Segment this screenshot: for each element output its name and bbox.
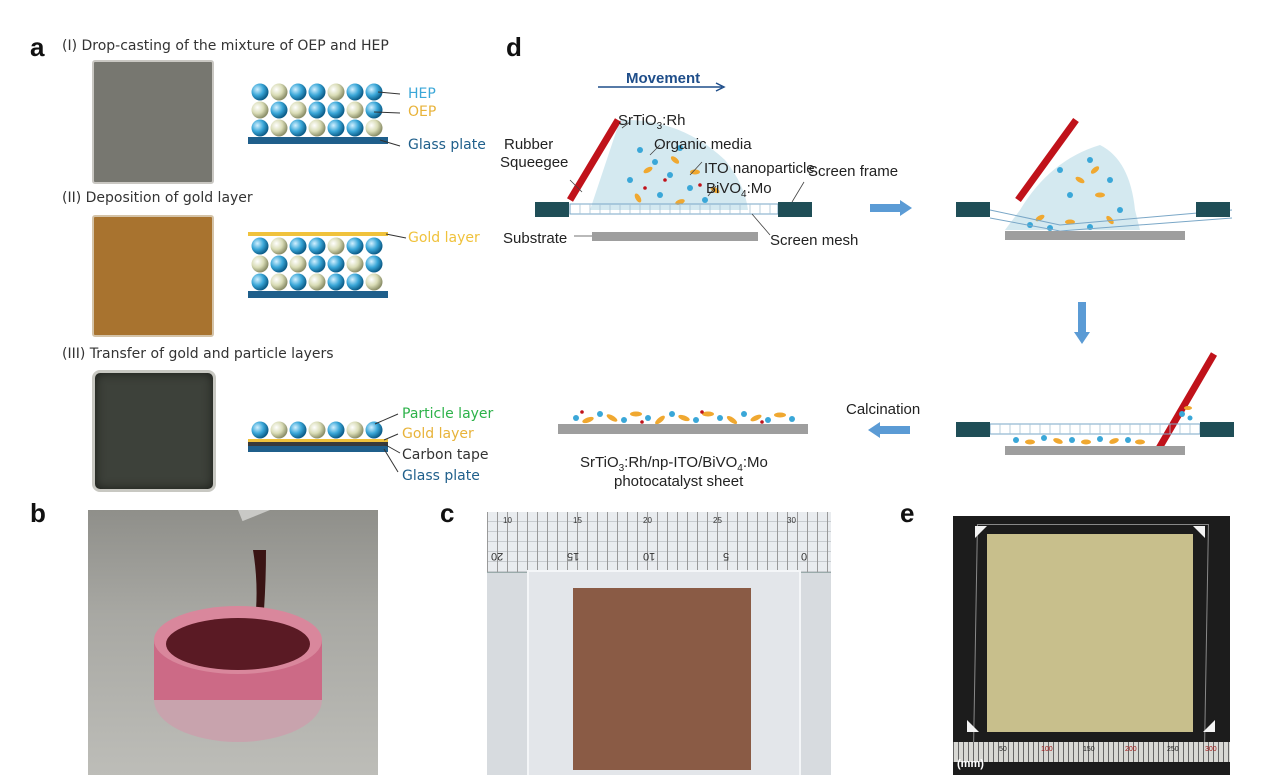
label-screen-mesh: Screen mesh <box>770 232 859 249</box>
step3-photo <box>92 370 216 492</box>
step3-sphere-stack <box>248 413 401 473</box>
panel-letter-a: a <box>30 32 45 62</box>
photo-b-paste-jar <box>88 510 378 775</box>
label-gold-layer-2: Gold layer <box>408 230 480 246</box>
ruler-label-30: 30 <box>787 516 796 525</box>
ruler-label-b15: 15 <box>567 550 580 562</box>
ruler-e-50: 50 <box>999 746 1007 753</box>
step2-sphere-stack <box>248 232 407 298</box>
step1-sphere-stack <box>248 83 401 147</box>
label-carbon-tape: Carbon tape <box>402 447 489 463</box>
movement-arrow <box>598 82 726 92</box>
screen-print-stage-3 <box>956 352 1234 455</box>
step1-title: (I) Drop-casting of the mixture of OEP a… <box>62 38 389 54</box>
ruler <box>487 512 831 573</box>
label-particle-layer: Particle layer <box>402 406 494 422</box>
yellow-sheet <box>987 534 1193 732</box>
ruler-e-150: 150 <box>1083 746 1095 753</box>
photocatalyst-sheet-graphic <box>558 410 808 434</box>
label-glass-plate-3: Glass plate <box>402 468 480 484</box>
arrow-left <box>868 422 910 438</box>
step2-title: (II) Deposition of gold layer <box>62 190 253 206</box>
panel-letter-d: d <box>506 32 522 62</box>
step1-photo <box>92 60 214 184</box>
product-label-line2: photocatalyst sheet <box>614 473 744 490</box>
label-glass-plate-1: Glass plate <box>408 137 486 153</box>
label-gold-layer-3: Gold layer <box>402 426 474 442</box>
ruler-e-300: 300 <box>1205 746 1217 753</box>
panel-letter-e: e <box>900 498 915 528</box>
ruler-e-250: 250 <box>1167 746 1179 753</box>
label-srtio3-rh: SrTiO3:Rh <box>618 112 686 132</box>
screen-print-stage-2 <box>956 117 1233 240</box>
brown-sheet <box>573 588 751 770</box>
label-oep: OEP <box>408 104 437 120</box>
ruler-e-100: 100 <box>1041 746 1053 753</box>
label-bivo4-mo: BiVO4:Mo <box>706 180 772 200</box>
ruler-label-20: 20 <box>643 516 652 525</box>
panel-letter-b: b <box>30 498 46 528</box>
ruler-label-b0: 0 <box>801 550 808 562</box>
product-label-line1: SrTiO3:Rh/np-ITO/BiVO4:Mo <box>580 454 768 474</box>
arrow-right <box>870 200 912 216</box>
ruler-label-b5: 5 <box>723 550 730 562</box>
label-calcination: Calcination <box>846 401 921 418</box>
movement-label: Movement <box>626 70 701 87</box>
ruler-label-b20: 20 <box>491 550 504 562</box>
photo-e-large-sheet: 50 100 150 200 250 300 (mm) <box>953 516 1230 775</box>
step2-photo <box>92 215 214 337</box>
step3-title: (III) Transfer of gold and particle laye… <box>62 346 334 362</box>
ruler-label-10: 10 <box>503 516 512 525</box>
photo-c-sheet-ruler: 10 15 20 25 30 20 15 10 5 0 <box>487 512 831 775</box>
label-substrate: Substrate <box>503 230 568 247</box>
label-hep: HEP <box>408 86 436 102</box>
arrow-down <box>1074 302 1090 344</box>
ruler-label-b10: 10 <box>643 550 656 562</box>
label-squeegee: Squeegee <box>500 154 569 171</box>
label-organic-media: Organic media <box>654 136 752 153</box>
ruler-e-200: 200 <box>1125 746 1137 753</box>
unit-label: (mm) <box>957 758 984 770</box>
label-ito-nanoparticle: ITO nanoparticle <box>704 160 815 177</box>
label-rubber: Rubber <box>504 136 554 153</box>
ruler-label-15: 15 <box>573 516 582 525</box>
label-screen-frame: Screen frame <box>808 163 899 180</box>
screen-print-stage-1 <box>535 118 812 241</box>
ruler-e <box>953 742 1230 762</box>
ruler-label-25: 25 <box>713 516 722 525</box>
panel-letter-c: c <box>440 498 455 528</box>
